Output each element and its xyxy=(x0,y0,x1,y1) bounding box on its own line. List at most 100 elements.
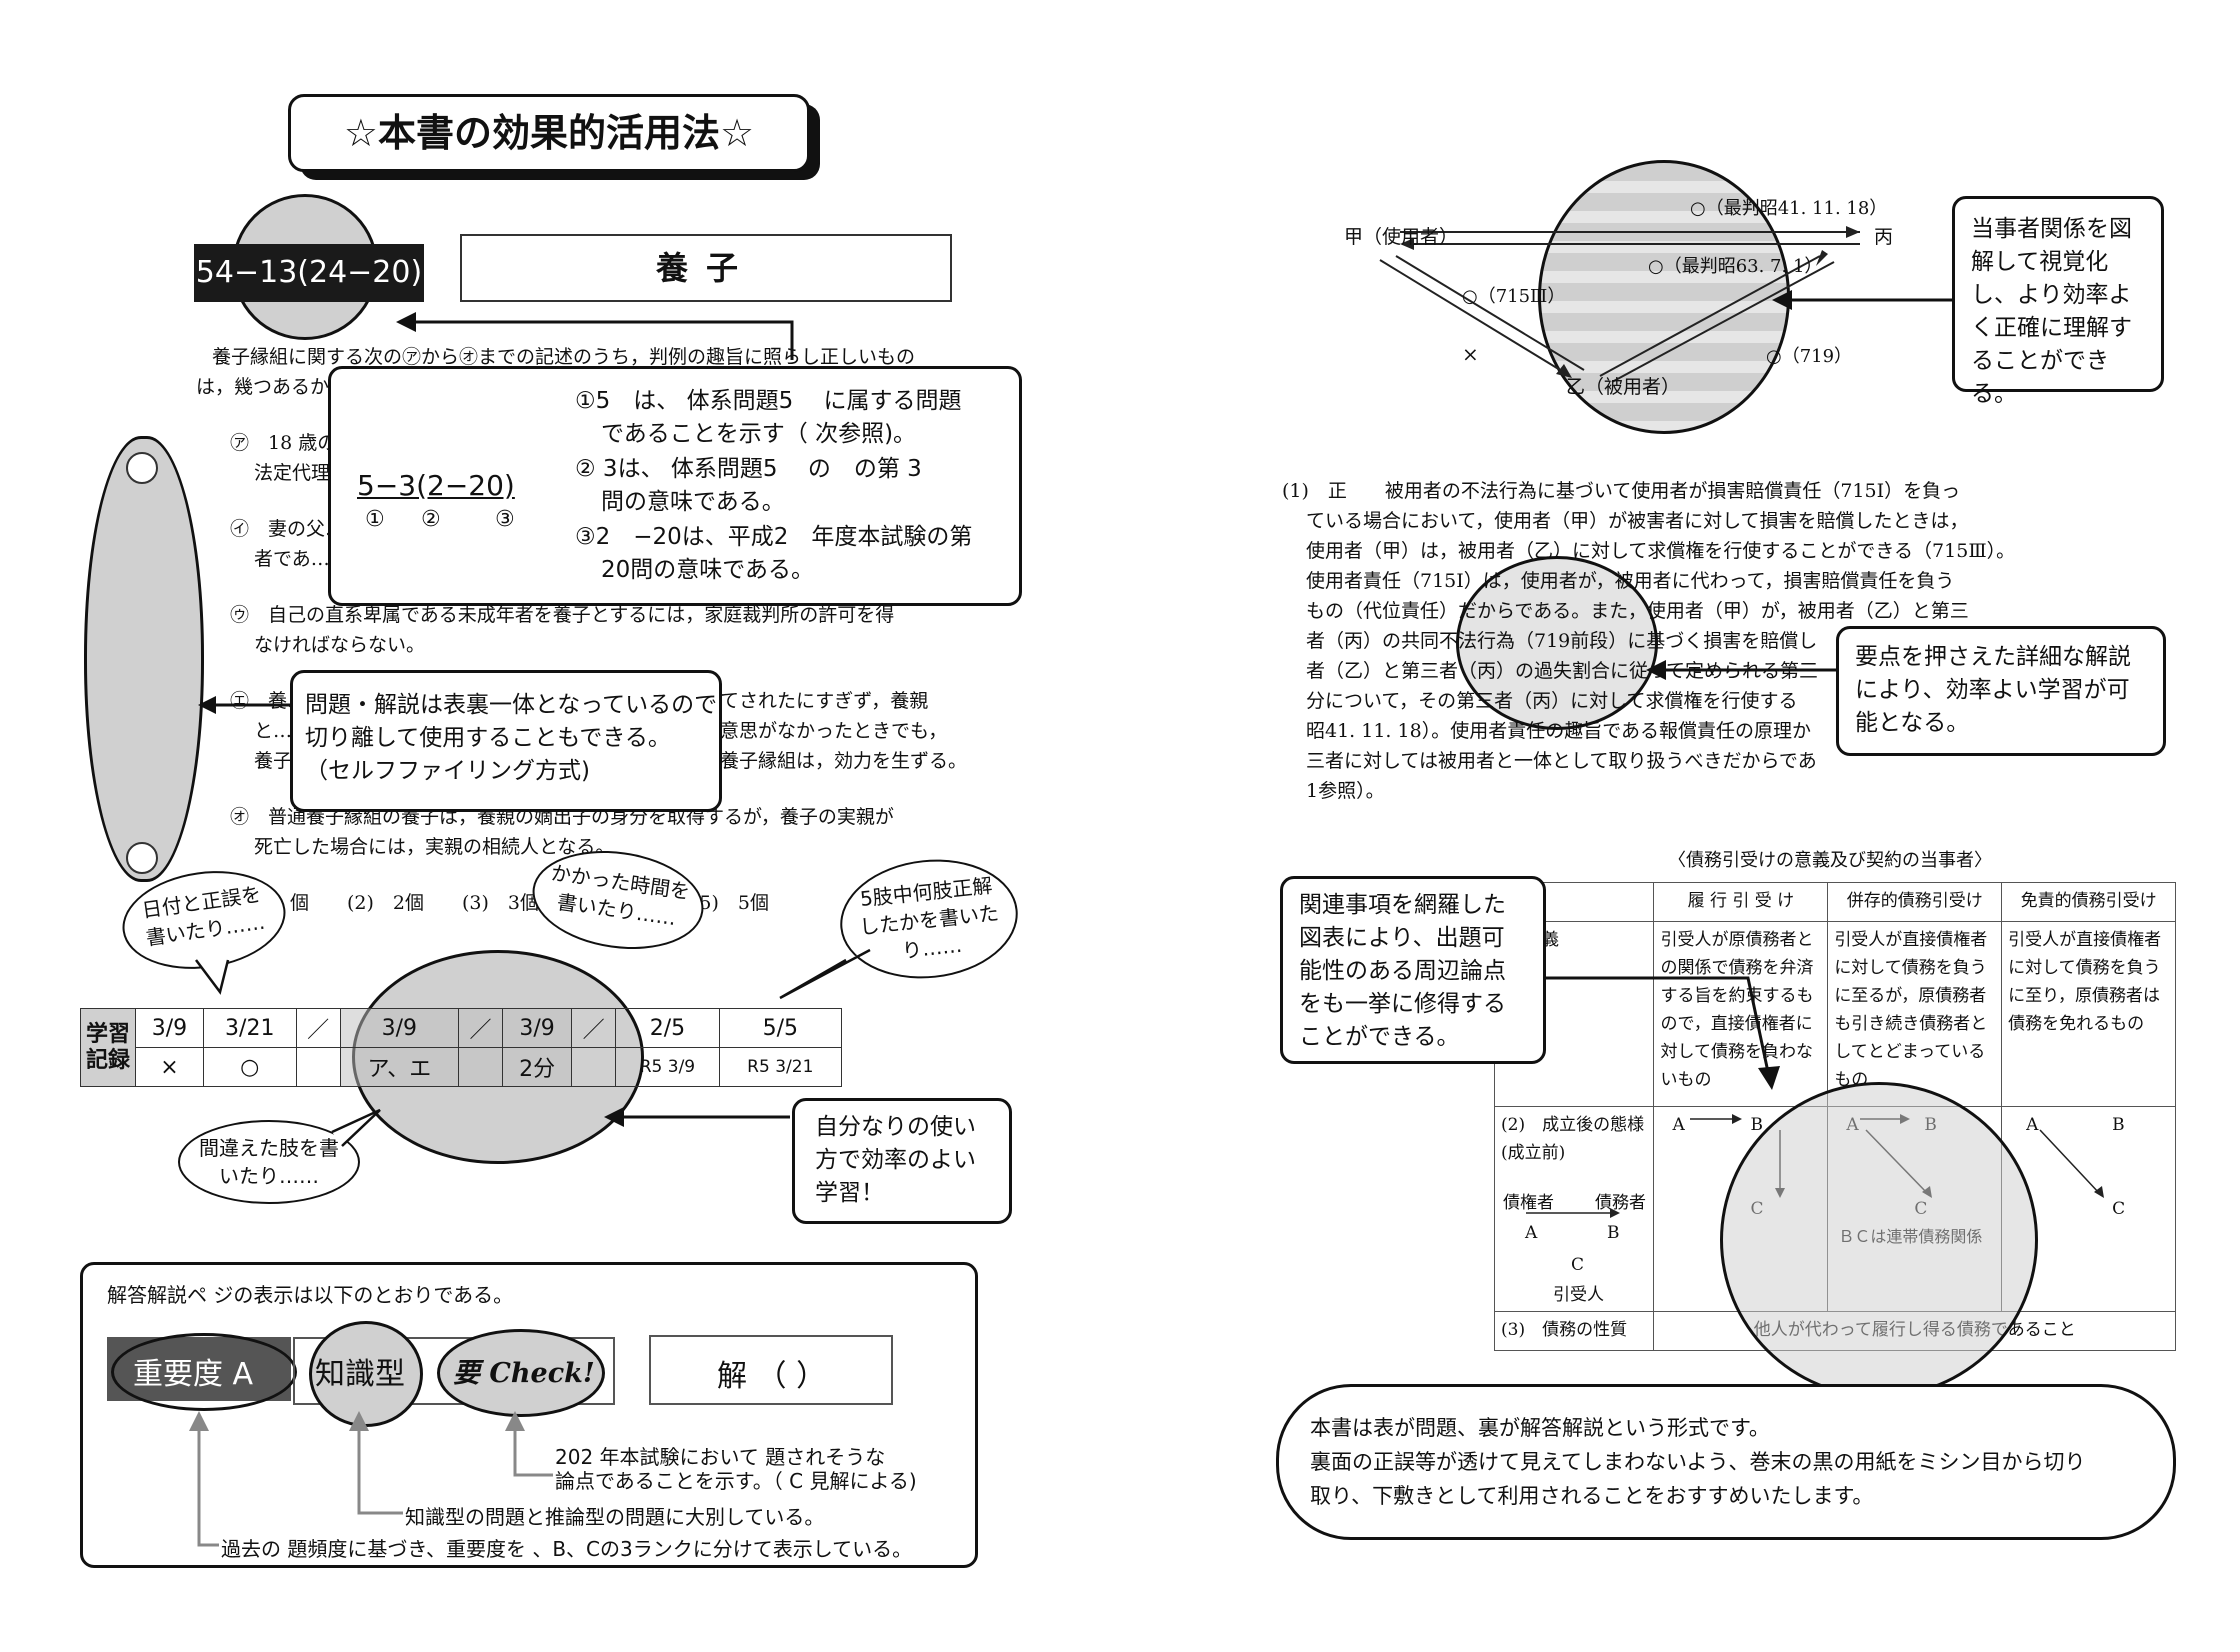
front-back-line-2: 切り離して使用することもできる。 xyxy=(305,725,671,751)
answer-label: 解 （ ） xyxy=(717,1359,827,1394)
badge-frame xyxy=(293,1337,615,1405)
item-e-2b: 意思がなかったときでも， xyxy=(720,720,948,742)
record-cell[interactable]: 3/9 xyxy=(502,1008,573,1048)
check-oval xyxy=(437,1329,605,1417)
explanation-line: もの（代位責任）だからである。また，使用者（甲）が，被用者（乙）と第三 xyxy=(1306,600,1969,622)
circle-1: ① xyxy=(365,507,385,532)
record-cell[interactable]: 3/9 xyxy=(135,1008,204,1048)
bubble-wrong: 間違えた肢を書いたり…… xyxy=(178,1120,360,1204)
answer-box xyxy=(649,1335,893,1405)
importance-label: 重要度 A xyxy=(133,1357,254,1392)
record-cell[interactable]: 3/21 xyxy=(202,1008,297,1048)
explanation-line: (1) 正 被用者の不法行為に基づいて使用者が損害賠償責任（715Ⅰ）を負っ xyxy=(1282,480,1961,502)
punch-hole-icon xyxy=(126,842,158,874)
art-719-label: ○（719） xyxy=(1766,346,1853,367)
record-label: 学習記録 xyxy=(80,1008,136,1087)
table-row: × ○ ア、エ 2分 R5 3/9 R5 3/21 xyxy=(81,1047,843,1087)
legend-arrows xyxy=(189,1411,553,1547)
node-b: B xyxy=(1607,1223,1620,1243)
node-b: B xyxy=(2112,1115,2125,1135)
record-cell[interactable] xyxy=(571,1047,617,1087)
employer-label: 甲（使用者） xyxy=(1344,226,1459,248)
item-i: ㋑ 妻の父… xyxy=(230,518,345,540)
diagram-callout-text: 当事者関係を図解して視覚化し、より効率よく正確に理解することができる。 xyxy=(1971,216,2132,407)
table-cell: 引受人が原債務者との関係で債務を弁済する旨を約束するもので，直接債権者に対して債… xyxy=(1653,921,1829,1107)
notice-line-2: 裏面の正誤等が透けて見えてしまわないよう、巻末の黒の用紙をミシン目から切り xyxy=(1310,1450,2086,1474)
record-cell[interactable] xyxy=(295,1047,341,1087)
record-cell[interactable]: R5 3/21 xyxy=(718,1047,843,1087)
explanation-line: 者（乙）と第三者（丙）の過失割合に従って定められる第三 xyxy=(1306,660,1819,682)
record-cell[interactable]: 2/5 xyxy=(615,1008,720,1048)
explanation-callout: 要点を押さえた詳細な解説により、効率よい学習が可能となる。 xyxy=(1836,626,2166,756)
explanation-line: 使用者（甲）は，被用者（乙）に対して求償権を行使することができる（715Ⅲ）。 xyxy=(1306,540,2016,562)
notice-line-1: 本書は表が問題、裏が解答解説という形式です。 xyxy=(1310,1416,1770,1440)
importance-oval xyxy=(111,1333,297,1411)
item-a: ㋐ 18 歳の… xyxy=(230,432,356,454)
item-u-2: なければならない。 xyxy=(254,634,426,656)
row-label: (2) 成立後の態様 (成立前) 債権者 債務者 A B C 引受人 xyxy=(1493,1106,1655,1312)
table-cell: 引受人が直接債権者に対して債務を負うに至り，原債務者は債務を免れるもの xyxy=(2001,921,2176,1107)
case-1-label: ○（最判昭41. 11. 18） xyxy=(1690,198,1888,219)
cross-mark: × xyxy=(1462,342,1479,366)
record-cell[interactable]: ／ xyxy=(571,1008,617,1048)
magnify-circle-explanation xyxy=(1456,556,1658,730)
employee-label: 乙（被用者） xyxy=(1566,376,1681,398)
item-e-3b: 養子縁組は，効力を生ずる。 xyxy=(720,750,968,772)
magnify-circle-table xyxy=(1720,1082,2038,1398)
item-o-2: 死亡した場合には，実親の相続人となる。 xyxy=(254,836,615,858)
question-subject: 養子 xyxy=(460,234,952,302)
record-cell[interactable]: 5/5 xyxy=(718,1008,843,1048)
notice-line-3: 取り、下敷きとして利用されることをおすすめいたします。 xyxy=(1310,1484,1874,1508)
legend-note-1b: 論点であることを示す。（ C 見解による) xyxy=(555,1469,917,1493)
table-callout: 関連事項を網羅した図表により、出題可能性のある周辺論点をも一挙に修得することがで… xyxy=(1280,876,1546,1064)
record-cell[interactable]: ア、エ xyxy=(339,1047,459,1087)
knowledge-label: 知識型 xyxy=(315,1357,405,1392)
arrow-to-diagram xyxy=(1772,290,1956,310)
third-party-label: 丙 xyxy=(1874,226,1894,248)
front-back-line-3: （セルフファイリング方式) xyxy=(305,758,590,784)
explanation-callout-text: 要点を押さえた詳細な解説により、効率よい学習が可能となる。 xyxy=(1855,644,2131,736)
table-header: 免責的債務引受け xyxy=(2001,882,2176,922)
arrow-to-oval xyxy=(198,696,292,714)
node-a: A xyxy=(1525,1223,1538,1243)
node-b: B xyxy=(1750,1115,1763,1135)
number-line-3: ② 3は、 体系問題5 の の第 3 xyxy=(575,456,922,482)
table-row: 学習記録 3/9 3/21 ／ 3/9 ／ 3/9 ／ 2/5 5/5 xyxy=(80,1008,843,1087)
front-back-callout: 問題・解説は表裏一体となっているので 切り離して使用することもできる。 （セルフ… xyxy=(290,670,722,812)
wrong-pointer xyxy=(331,1107,790,1147)
question-number: 54−13(24−20) xyxy=(194,244,424,302)
explanation-line: 三者に対しては被用者と一体として取り扱うべきだからであ xyxy=(1306,750,1817,772)
row-label: (3) 債務の性質 xyxy=(1493,1311,1655,1351)
legend-box: 解答解説ペ ジの表示は以下のとおりである。 重要度 A 知識型 要 Check!… xyxy=(80,1262,978,1568)
number-line-2: であることを示す（ 次参照)。 xyxy=(601,421,917,447)
question-intro: 養子縁組に関する次の㋐から㋔までの記述のうち，判例の趣旨に照らし正しいもの xyxy=(212,346,916,368)
creditor-label: 債権者 xyxy=(1503,1193,1554,1213)
record-cell[interactable]: 3/9 xyxy=(339,1008,459,1048)
notice-cloud xyxy=(1276,1384,2176,1540)
number-line-4: 問の意味である。 xyxy=(601,489,785,515)
debtor-label: 債務者 xyxy=(1595,1193,1646,1213)
record-cell[interactable]: × xyxy=(135,1047,204,1087)
page-title: ☆本書の効果的活用法☆ xyxy=(288,94,810,172)
row-2-sub: (成立前) xyxy=(1501,1143,1566,1163)
explanation-line: 者（丙）の共同不法行為（719前段）に基づく損害を賠償し xyxy=(1306,630,1818,652)
arrow-to-number xyxy=(396,312,794,360)
circle-3: ③ xyxy=(495,507,515,532)
item-a-2: 法定代理… xyxy=(254,462,350,484)
circle-2: ② xyxy=(421,507,441,532)
explanation-line: 1参照）。 xyxy=(1306,780,1385,802)
node-c: C xyxy=(2112,1199,2126,1219)
record-cell[interactable] xyxy=(457,1047,504,1087)
diagram-callout: 当事者関係を図解して視覚化し、より効率よく正確に理解することができる。 xyxy=(1952,196,2164,407)
own-callout: 自分なりの使い方で効率のよい学習！ xyxy=(792,1098,1012,1224)
arrow-to-explanation xyxy=(1646,660,1836,680)
number-line-5: ③2 −20は、平成2 年度本試験の第 xyxy=(575,524,973,550)
record-cell[interactable]: 2分 xyxy=(502,1047,573,1087)
explanation-line: 分について，その第三者（丙）に対して求償権を行使する xyxy=(1306,690,1798,712)
legend-note-1: 202 年本試験において 題されそうな xyxy=(555,1445,886,1469)
record-cell[interactable]: ／ xyxy=(295,1008,341,1048)
item-i-2: 者であ… xyxy=(254,548,330,570)
legend-title: 解答解説ペ ジの表示は以下のとおりである。 xyxy=(107,1283,514,1307)
assignee-label: 引受人 xyxy=(1553,1285,1604,1305)
item-u: ㋒ 自己の直系卑属である未成年者を養子とするには，家庭裁判所の許可を得 xyxy=(230,604,895,626)
